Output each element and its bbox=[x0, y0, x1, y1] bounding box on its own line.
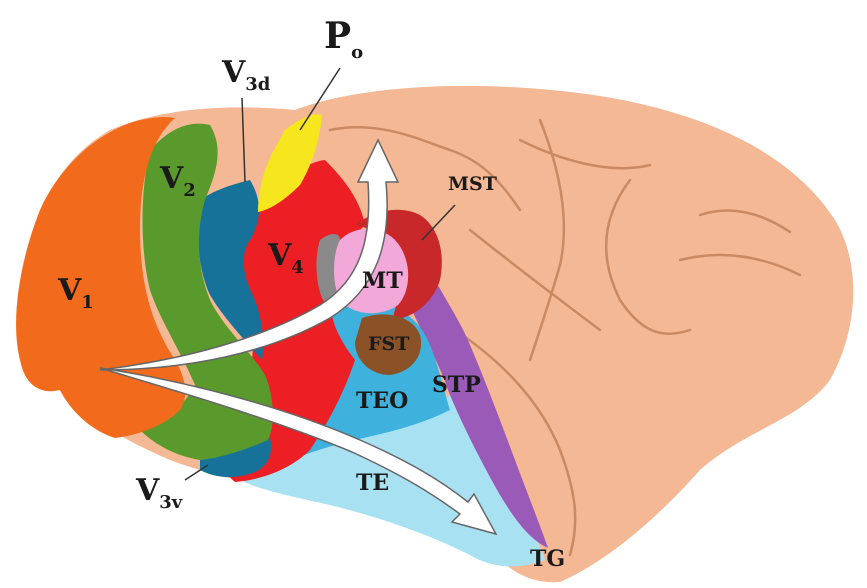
label-v3v: V3v bbox=[135, 473, 183, 513]
label-tg: TG bbox=[530, 546, 565, 572]
label-stp: STP bbox=[432, 372, 481, 398]
label-mt: MT bbox=[362, 268, 403, 294]
label-teo: TEO bbox=[356, 388, 408, 414]
label-te: TE bbox=[356, 470, 389, 496]
label-mst: MST bbox=[448, 173, 497, 195]
label-v3d: V3d bbox=[221, 55, 271, 95]
label-po: Po bbox=[324, 15, 363, 63]
label-fst: FST bbox=[368, 333, 409, 355]
